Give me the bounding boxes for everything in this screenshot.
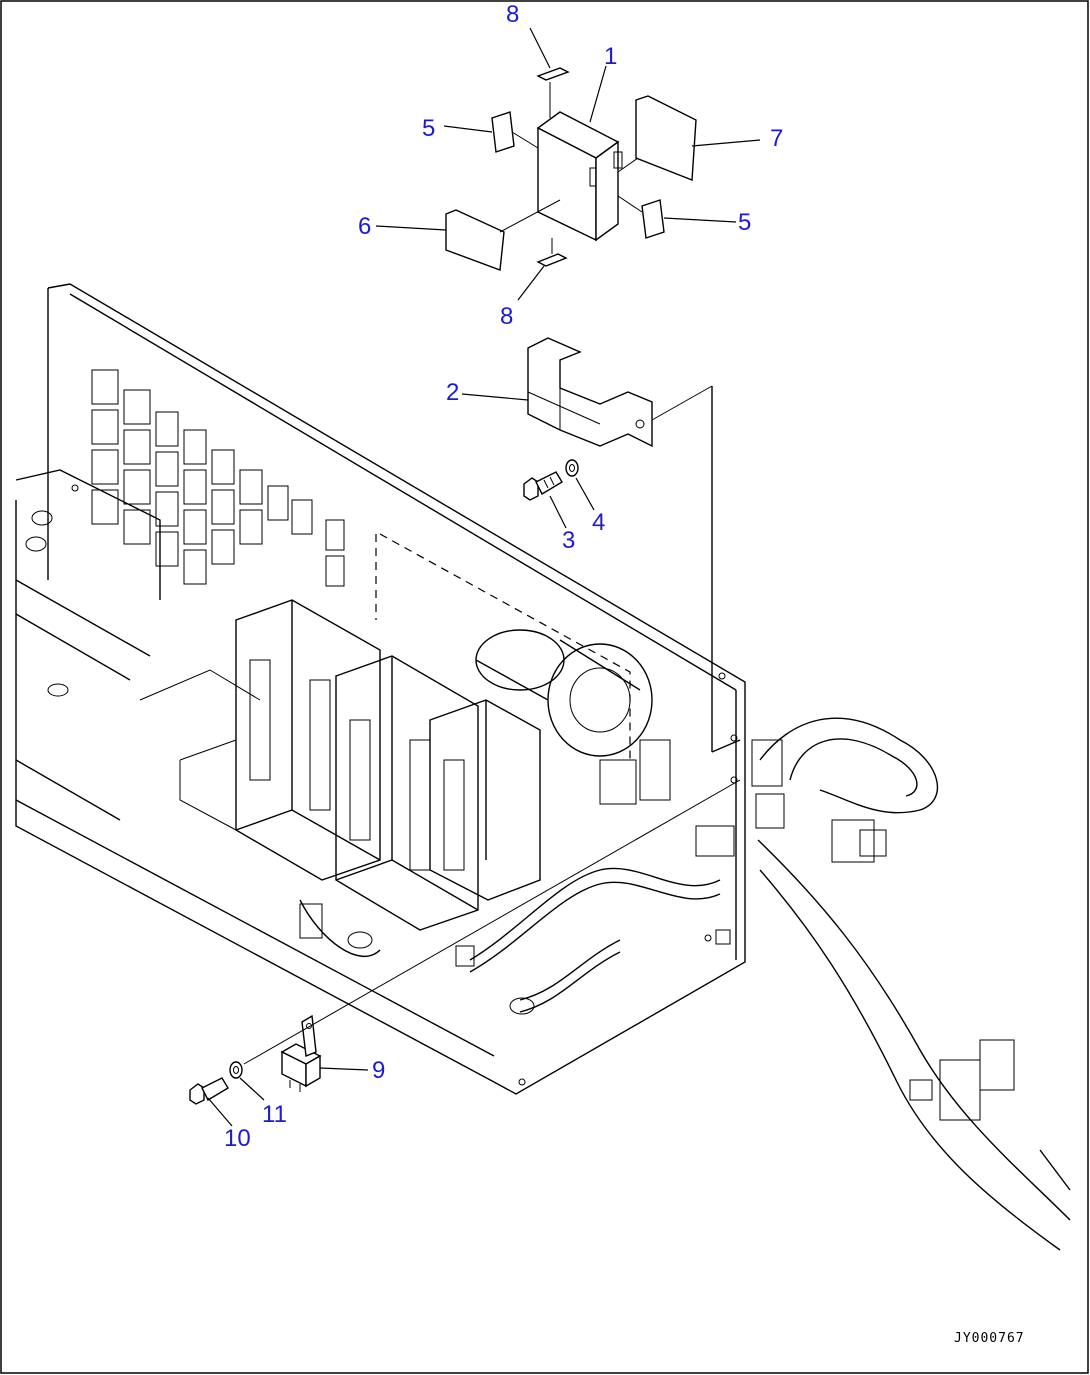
controller-modules (139, 599, 541, 931)
callout-3: 3 (562, 527, 575, 554)
controller-box-part-1 (536, 111, 623, 242)
callout-5-left: 5 (422, 115, 435, 142)
washer-part-4 (565, 459, 579, 477)
callout-8-top: 8 (506, 1, 519, 28)
callout-9: 9 (372, 1057, 385, 1084)
callout-2: 2 (446, 379, 459, 406)
blower-unit (475, 629, 671, 805)
callout-4: 4 (592, 509, 605, 536)
callout-7: 7 (770, 125, 783, 152)
callout-5-right: 5 (738, 209, 751, 236)
callout-8-bottom: 8 (500, 303, 513, 330)
washer-part-11 (229, 1061, 243, 1079)
callout-11: 11 (262, 1101, 287, 1128)
drawing-reference-code: JY000767 (954, 1331, 1025, 1346)
label-pad-part-8-top (536, 67, 570, 81)
plate-part-7 (635, 95, 697, 182)
bracket-part-2 (527, 337, 713, 448)
callout-6: 6 (358, 213, 371, 240)
callout-10: 10 (224, 1125, 251, 1152)
relay-part-9 (280, 1014, 322, 1092)
bolt-part-3 (523, 471, 563, 501)
pad-part-5-right (641, 199, 665, 239)
wire-harness (299, 825, 735, 1015)
plate-part-6 (445, 209, 505, 271)
cable-bundle-right (751, 717, 1071, 1251)
machine-frame (15, 283, 746, 1095)
callout-labels: 8 1 5 7 5 6 8 2 3 4 9 11 10 (224, 1, 783, 1152)
label-pad-part-8-bottom (536, 253, 568, 267)
callout-1: 1 (604, 43, 617, 70)
controller-assembly (445, 67, 697, 271)
bolt-part-10 (189, 1077, 229, 1105)
pad-part-5-left (491, 111, 515, 153)
fuse-relay-bank (91, 369, 345, 587)
callout-leaders (207, 27, 761, 1127)
